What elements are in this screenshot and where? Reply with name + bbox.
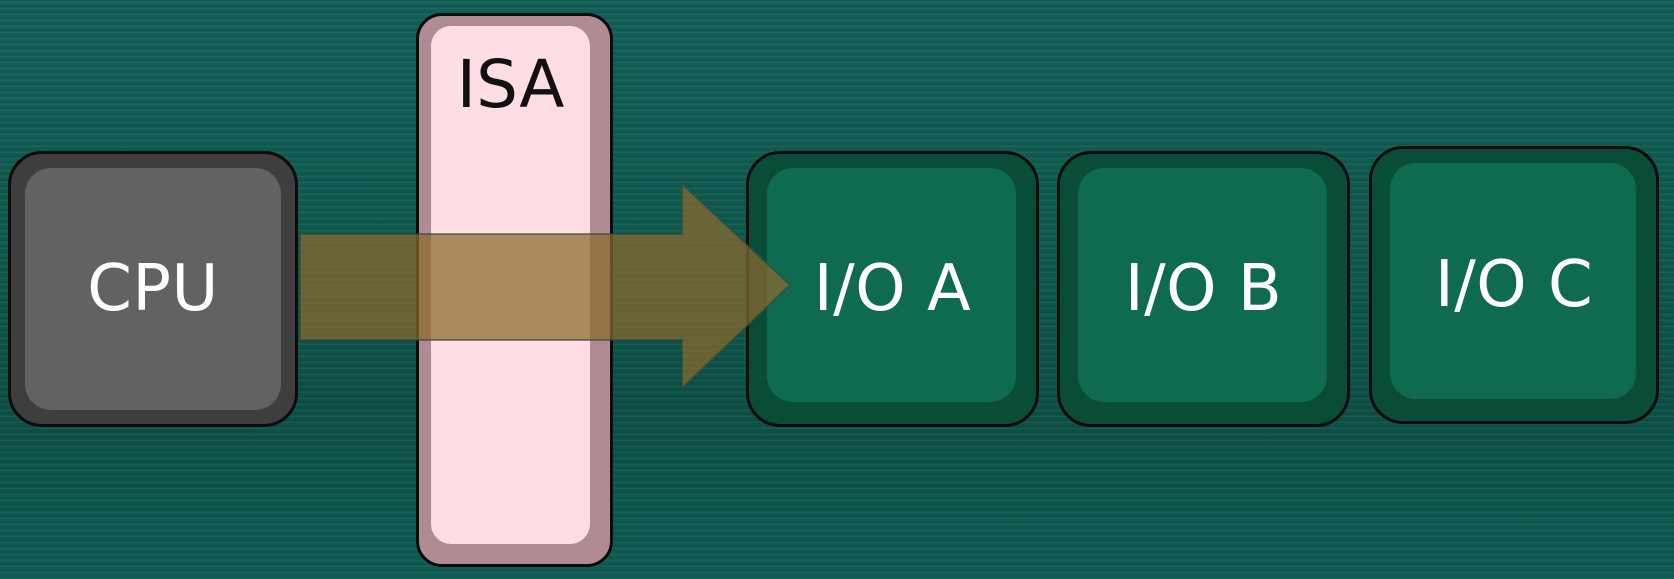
arrow-shape xyxy=(299,181,792,391)
io-c-block: I/O C xyxy=(1369,146,1659,424)
io-b-block-face xyxy=(1078,168,1327,402)
io-c-label: I/O C xyxy=(1434,248,1594,322)
isa-label: ISA xyxy=(456,46,565,123)
io-b-block: I/O B xyxy=(1057,151,1350,427)
cpu-block: CPU xyxy=(8,151,298,427)
io-a-label: I/O A xyxy=(813,252,972,326)
cpu-label: CPU xyxy=(87,252,219,326)
io-a-block-face xyxy=(767,168,1016,402)
cpu-block-face xyxy=(25,168,281,410)
io-b-label: I/O B xyxy=(1124,252,1283,326)
io-a-block: I/O A xyxy=(746,151,1039,427)
io-c-block-face xyxy=(1390,163,1636,399)
